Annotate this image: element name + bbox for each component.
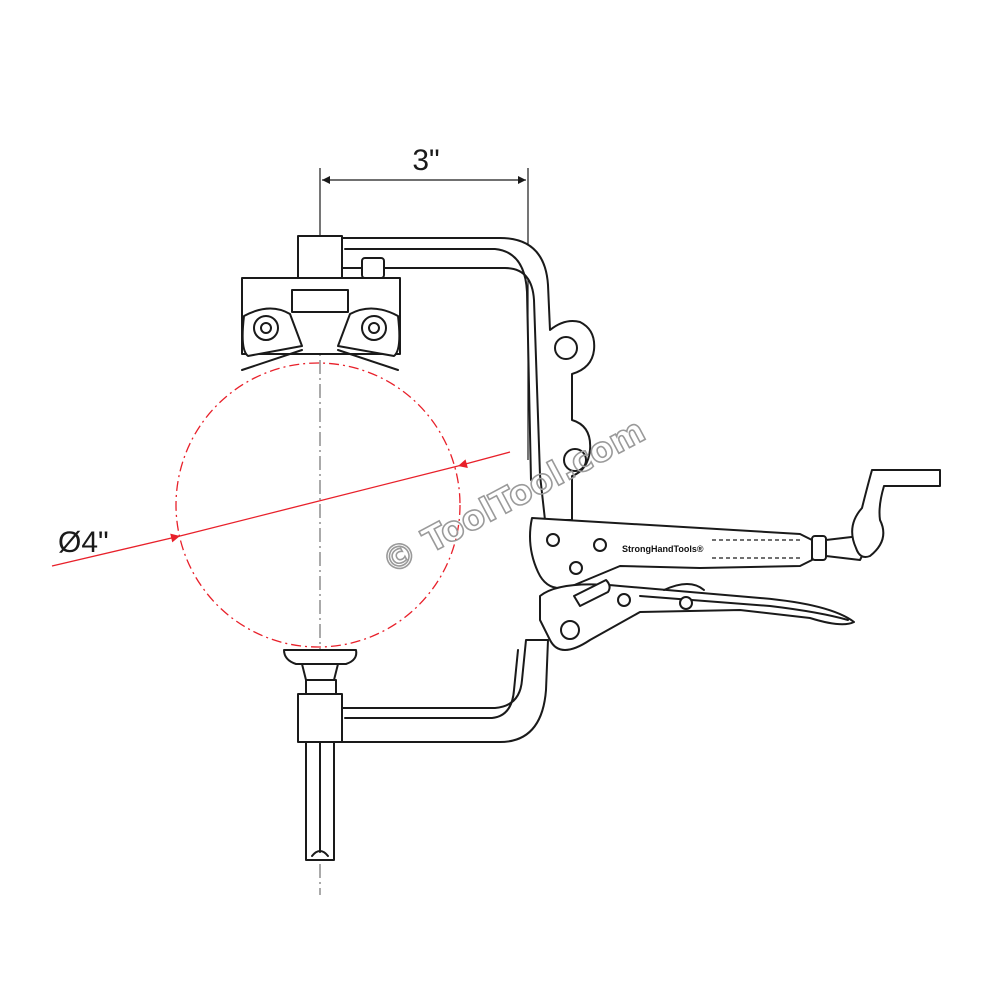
adjustment-screw bbox=[811, 535, 827, 561]
left-jaw-pivot bbox=[253, 315, 279, 341]
brand-label: StrongHandTools® bbox=[622, 544, 704, 554]
workpiece-circle bbox=[175, 362, 461, 648]
frame-hole-lower bbox=[563, 448, 587, 472]
right-jaw-pivot bbox=[361, 315, 387, 341]
frame-hole-upper bbox=[554, 336, 578, 360]
top-jaw-assembly bbox=[241, 235, 401, 371]
lower-handle-rivet-1 bbox=[617, 593, 631, 607]
handle-rivet-2 bbox=[593, 538, 607, 552]
lower-frame-arm bbox=[339, 639, 549, 743]
lower-handle-rivet-2 bbox=[679, 596, 693, 610]
diameter-dimension: Ø4" bbox=[51, 451, 511, 567]
reach-dimension-label: 3" bbox=[412, 144, 439, 177]
diameter-dimension-label: Ø4" bbox=[58, 526, 109, 559]
handle-rivet-1 bbox=[546, 533, 560, 547]
lower-handle bbox=[539, 579, 855, 651]
lower-handle-pivot bbox=[560, 620, 580, 640]
upper-handle: StrongHandTools® bbox=[529, 469, 941, 590]
release-lever bbox=[851, 469, 941, 558]
handle-rivet-3 bbox=[569, 561, 583, 575]
bottom-swivel-pad bbox=[283, 649, 358, 861]
